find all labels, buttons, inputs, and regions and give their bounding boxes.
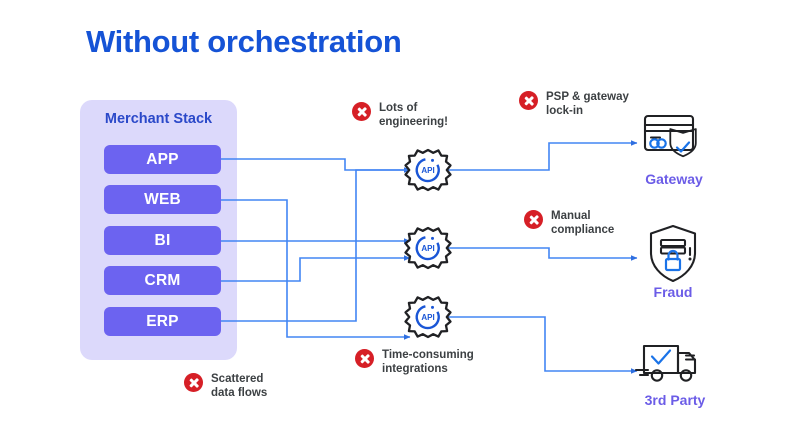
red-x-icon [355, 349, 374, 368]
callout-time-consuming-integrations: Time-consuming integrations [355, 348, 474, 376]
callout-lots-of-engineering: Lots of engineering! [352, 101, 448, 129]
callout-text: Manual compliance [551, 210, 615, 236]
api-gear-label-2: API [421, 244, 434, 253]
callout-text: PSP & gateway lock-in [546, 91, 629, 117]
api-gear-label-3: API [421, 313, 434, 322]
stack-item-crm[interactable]: CRM [104, 266, 221, 295]
stack-item-web[interactable]: WEB [104, 185, 221, 214]
api-gear-icon-2: API [404, 226, 452, 270]
wire-api-3-to-third-party [447, 316, 638, 374]
wire-api-1-to-gateway [447, 140, 638, 171]
wire-erp-to-api-1 [221, 169, 410, 322]
callout-scattered-data-flows: Scattered data flows [184, 372, 267, 400]
api-gear-icon-3: API [404, 295, 452, 339]
red-x-icon [524, 210, 543, 229]
stack-item-app[interactable]: APP [104, 145, 221, 174]
callout-text: Time-consuming integrations [382, 349, 474, 375]
endpoint-label-fraud: Fraud [653, 284, 693, 300]
credit-card-shield-icon [643, 114, 697, 158]
red-x-icon [519, 91, 538, 110]
callout-manual-compliance: Manual compliance [524, 209, 614, 237]
wire-app-to-api-1 [221, 158, 411, 173]
api-gear-icon-1: API [404, 148, 452, 192]
page-title: Without orchestration [86, 24, 402, 59]
red-x-icon [352, 102, 371, 121]
merchant-stack-title: Merchant Stack [104, 111, 213, 127]
shield-lock-icon [649, 224, 697, 283]
wire-api-2-to-fraud [447, 247, 638, 261]
stack-item-bi[interactable]: BI [104, 226, 221, 255]
delivery-truck-check-icon [634, 344, 697, 382]
callout-psp-gateway-lock-in: PSP & gateway lock-in [519, 90, 629, 118]
connector-wires [221, 140, 638, 374]
callout-text: Scattered data flows [211, 373, 268, 399]
callout-text: Lots of engineering! [379, 102, 449, 128]
red-x-icon [184, 373, 203, 392]
wire-crm-to-api-2 [221, 255, 411, 282]
api-gear-label-1: API [421, 166, 434, 175]
endpoint-label-third-party: 3rd Party [644, 392, 706, 408]
wire-web-to-api-3 [221, 199, 411, 340]
stack-item-erp[interactable]: ERP [104, 307, 221, 336]
endpoint-label-gateway: Gateway [645, 171, 703, 187]
